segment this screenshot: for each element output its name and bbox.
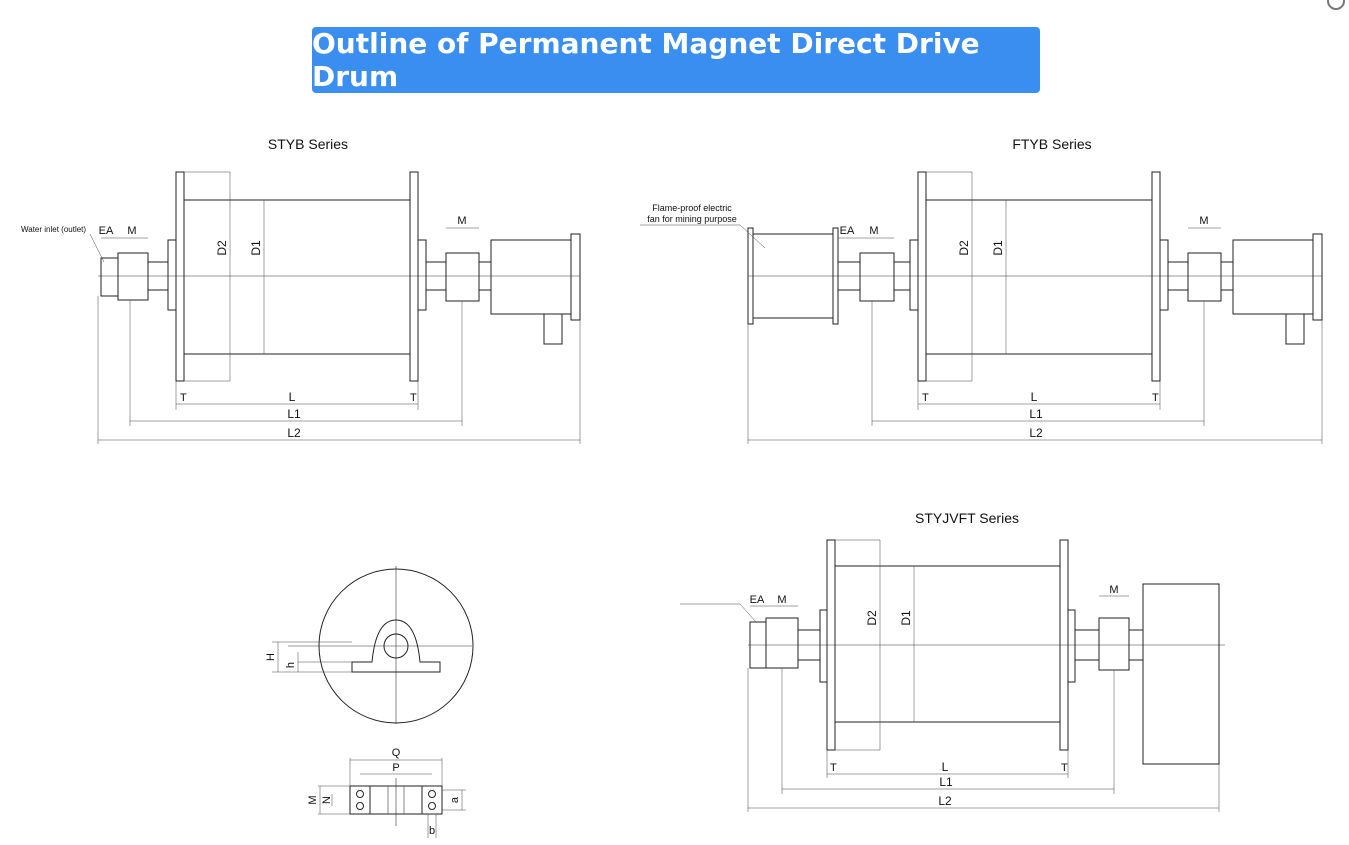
base-bolt-hole-2 [356,802,364,810]
base-bolt-hole-1 [356,790,364,798]
styb-l-label: L [289,390,296,404]
ftyb-right-flange [1151,171,1161,382]
styjvft-diagram: STYJVFT Series D2 D1 EA M M T T L [680,510,1225,812]
ftyb-motor-endcap [1312,233,1323,321]
styjvft-left-hub [819,609,828,683]
styjvft-right-bearing [1098,617,1130,671]
styjvft-l2-label: L2 [938,794,952,808]
end-view-bearing-block [351,619,441,673]
styjvft-l-label: L [942,760,949,774]
page-title: Outline of Permanent Magnet Direct Drive… [312,27,980,93]
base-M-label: M [307,795,319,804]
styjvft-series-label: STYJVFT Series [915,510,1019,526]
styb-m-right-label: M [457,215,466,227]
ftyb-fan-label-2: fan for mining purpose [647,214,737,224]
styb-t-right-label: T [410,392,417,404]
base-Q-label: Q [392,747,401,759]
styjvft-t-right-label: T [1061,762,1068,774]
styb-left-flange [175,171,185,382]
base-P-label: P [392,762,399,774]
styb-d2-label: D2 [215,240,229,256]
styb-d1-label: D1 [249,240,263,256]
styjvft-callout-leader [739,603,757,623]
styb-ea-label: EA [99,225,114,237]
styjvft-m-left-label: M [777,594,786,606]
base-b-label: b [429,825,435,837]
styjvft-drum-body [834,565,1061,723]
circle-icon [1327,0,1345,10]
ftyb-ea-label: EA [840,225,855,237]
styjvft-right-hub [1067,609,1076,683]
end-view-h-label: h [285,662,297,668]
ftyb-drum-body [925,199,1153,355]
styb-water-fitting [100,257,119,297]
end-view-shaft-hole [383,633,409,659]
styb-l2-label: L2 [287,426,301,440]
end-view-diagram: H h [265,566,474,724]
styb-t-left-label: T [180,392,187,404]
ftyb-left-flange [917,171,927,382]
styb-diagram: STYB Series D2 D1 EA M M [21,136,581,444]
styb-right-flange [409,171,419,382]
ftyb-motor-gland [1285,313,1305,345]
styjvft-left-bearing [765,617,799,669]
styb-right-hub [417,239,427,311]
styb-right-bearing [445,252,480,302]
styjvft-d2-label: D2 [865,610,879,626]
base-a-label: a [449,796,461,803]
styb-water-inlet-label: Water inlet (outlet) [21,225,86,234]
ftyb-m-right-label: M [1199,215,1208,227]
styb-motor-gland [543,313,563,345]
styb-l1-label: L1 [287,407,301,421]
styb-motor-body [490,239,572,315]
base-N-label: N [321,796,333,804]
styb-left-bearing [117,252,149,301]
ftyb-left-hub [909,239,919,311]
styjvft-m-right-label: M [1109,584,1118,596]
base-bolt-hole-3 [428,790,436,798]
styb-series-label: STYB Series [268,136,348,152]
ftyb-d1-label: D1 [991,240,1005,256]
ftyb-l2-label: L2 [1029,426,1043,440]
ftyb-right-bearing [1187,252,1222,302]
end-view-H-label: H [265,653,277,661]
ftyb-diagram: FTYB Series Flame-proof electric fan for… [640,136,1323,444]
styb-motor-endcap [570,233,581,321]
styjvft-l1-label: L1 [939,775,953,789]
bearing-base-diagram: Q P M N a b [307,747,466,838]
styjvft-motor-housing [1142,583,1220,765]
ftyb-fan-label-1: Flame-proof electric [652,203,732,213]
styb-callout-leader [89,233,105,263]
styjvft-ea-label: EA [750,594,765,606]
ftyb-left-bearing [859,252,895,302]
styb-left-hub [167,239,177,311]
base-bolt-hole-4 [428,802,436,810]
ftyb-d2-label: D2 [957,240,971,256]
title-banner: Outline of Permanent Magnet Direct Drive… [312,27,1040,93]
ftyb-callout-leader [739,224,766,249]
ftyb-right-hub [1159,239,1169,311]
ftyb-motor-body [1232,239,1314,315]
ftyb-t-right-label: T [1152,392,1159,404]
ftyb-m-left-label: M [869,225,878,237]
styb-drum-body [183,199,411,355]
ftyb-series-label: FTYB Series [1012,136,1091,152]
styjvft-d1-label: D1 [899,610,913,626]
styjvft-t-left-label: T [830,762,837,774]
ftyb-l-label: L [1031,390,1038,404]
ftyb-l1-label: L1 [1029,407,1043,421]
styb-m-left-label: M [127,225,136,237]
ftyb-t-left-label: T [922,392,929,404]
